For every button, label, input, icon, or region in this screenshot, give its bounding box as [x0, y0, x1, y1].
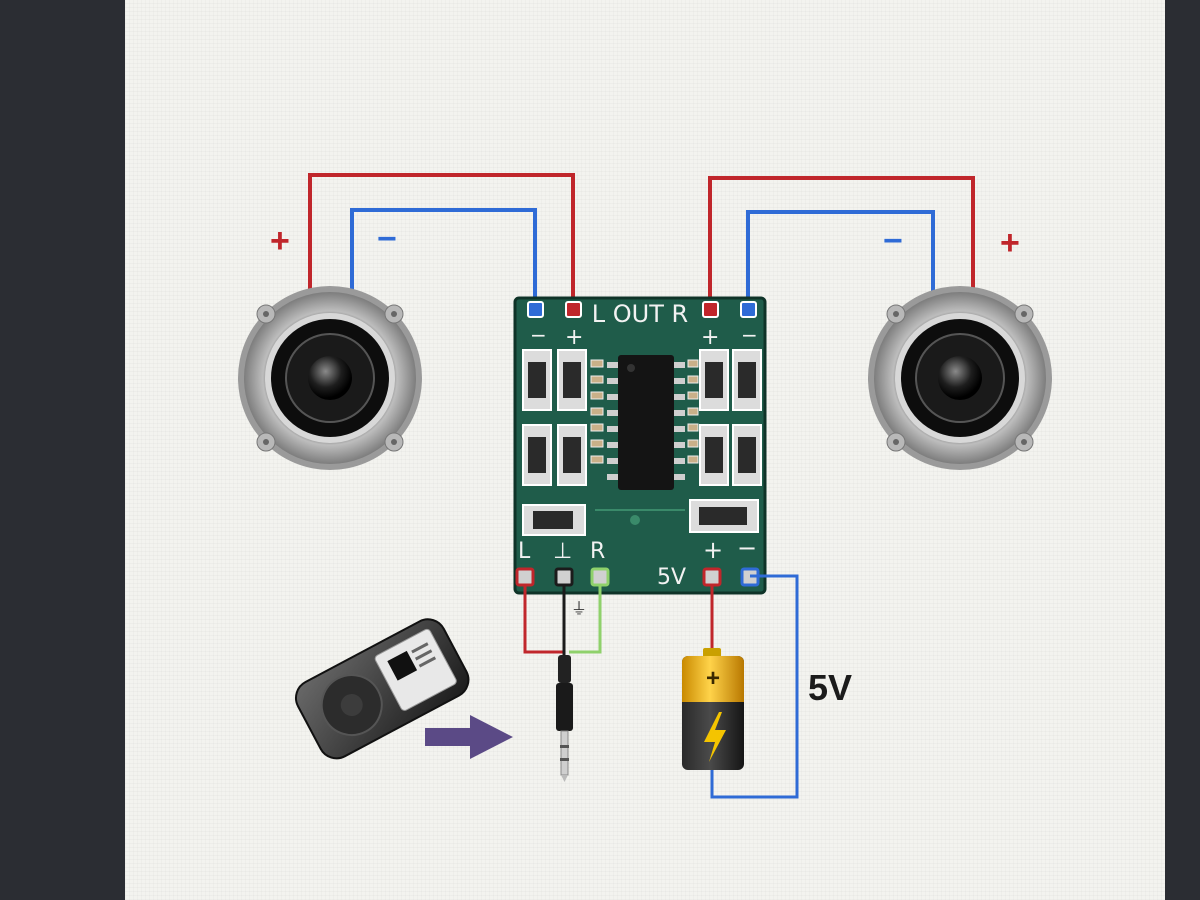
in-ground-label: ⊥ — [553, 539, 572, 564]
audio-jack-icon — [556, 655, 573, 782]
right-speaker-wires — [708, 176, 975, 310]
power-plus-label: + — [703, 536, 723, 564]
input-left-wire — [523, 585, 565, 654]
out-left-plus-pad — [565, 301, 582, 318]
mp3-player-icon — [294, 618, 470, 760]
left-speaker-wires — [308, 173, 575, 310]
power-plus-pad — [702, 567, 722, 587]
in-right-pad — [590, 567, 610, 587]
out-right-plus-label: + — [701, 325, 719, 350]
in-left-pad — [515, 567, 535, 587]
left-speaker-plus-label: + — [270, 222, 290, 260]
input-right-wire — [569, 585, 602, 654]
out-left-minus-pad — [527, 301, 544, 318]
power-minus-label: − — [737, 534, 757, 562]
in-left-label: L — [518, 539, 531, 564]
ground-symbol: ⏚ — [571, 600, 587, 618]
lightning-icon — [704, 712, 726, 762]
amplifier-chip — [618, 355, 674, 490]
battery-plus-label: + — [706, 665, 720, 692]
right-speaker-positive-wire — [708, 176, 975, 310]
smd-components-left — [522, 349, 604, 486]
audio-input-wires — [523, 585, 602, 660]
left-speaker-minus-label: − — [377, 220, 397, 258]
power-negative-wire — [710, 574, 799, 799]
wiring-diagram: + − − + — [238, 173, 1052, 799]
monitor-screen: + − − + — [125, 0, 1165, 900]
speaker-icon — [868, 286, 1052, 470]
right-speaker-negative-wire — [746, 210, 935, 310]
speaker-icon — [238, 286, 422, 470]
supply-voltage-label: 5V — [808, 667, 852, 708]
left-speaker-positive-wire — [308, 173, 575, 310]
smd-components-right — [687, 349, 762, 486]
in-right-label: R — [590, 539, 605, 564]
out-left-minus-label: − — [530, 323, 547, 347]
right-speaker-minus-label: − — [883, 222, 903, 260]
battery-icon — [682, 648, 744, 770]
out-label: L OUT R — [592, 300, 688, 328]
arrow-right-icon — [425, 715, 513, 759]
out-right-minus-pad — [740, 301, 757, 318]
power-wires — [710, 574, 799, 799]
amplifier-board: L OUT R − + + − L ⊥ R + − 5V — [513, 296, 767, 595]
left-speaker-negative-wire — [350, 208, 537, 310]
out-right-minus-label: − — [741, 323, 758, 347]
right-speaker-plus-label: + — [1000, 224, 1020, 262]
out-right-plus-pad — [702, 301, 719, 318]
in-ground-pad — [554, 567, 574, 587]
power-board-label: 5V — [657, 565, 686, 590]
out-left-plus-label: + — [565, 325, 583, 350]
